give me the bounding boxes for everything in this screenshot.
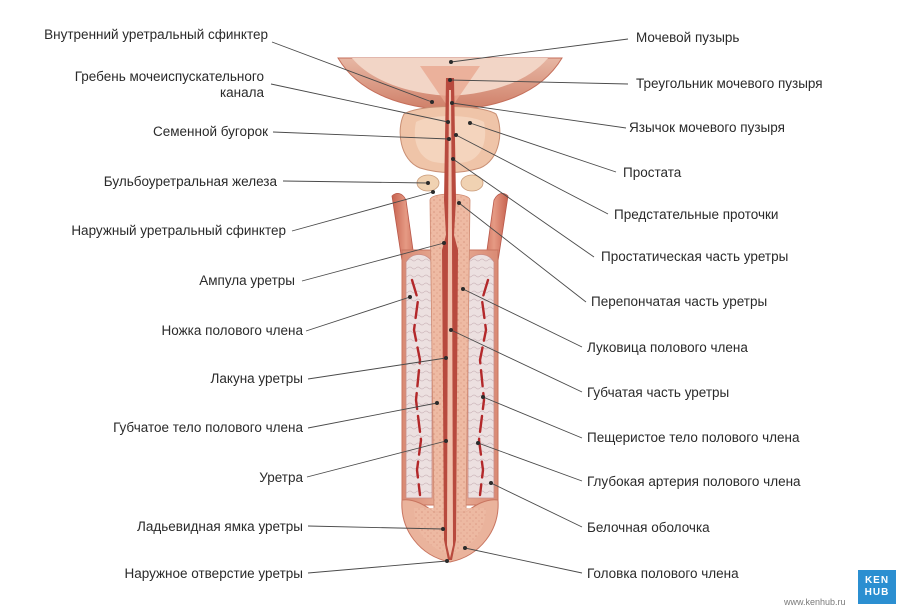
label-prostatic-ducts: Предстательные проточки	[614, 207, 778, 222]
urethra-lumen	[447, 90, 453, 558]
label-external-urethral-sphincter: Наружный уретральный сфинктер	[71, 223, 286, 238]
label-uvula-of-bladder: Язычок мочевого пузыря	[629, 120, 785, 135]
labels-right: Мочевой пузырь Треугольник мочевого пузы…	[587, 30, 823, 581]
site-url: www.kenhub.ru	[784, 597, 846, 607]
label-prostate: Простата	[623, 165, 682, 180]
labels-left: Внутренний уретральный сфинктер Гребень …	[44, 27, 303, 581]
logo-line1: KEN	[864, 575, 890, 586]
label-bulb-of-penis: Луковица полового члена	[587, 340, 748, 355]
label-urethra: Уретра	[259, 470, 303, 485]
label-bladder-trigone: Треугольник мочевого пузыря	[636, 76, 823, 91]
deep-artery-right	[477, 278, 490, 497]
label-tunica-albuginea: Белочная оболочка	[587, 520, 710, 535]
label-spongy-urethra: Губчатая часть уретры	[587, 385, 729, 400]
label-internal-urethral-sphincter: Внутренний уретральный сфинктер	[44, 27, 268, 42]
label-bulbourethral-gland: Бульбоуретральная железа	[104, 174, 278, 189]
label-corpus-spongiosum: Губчатое тело полового члена	[113, 420, 303, 435]
leader-lines-left	[270, 41, 450, 574]
label-urethral-ampulla: Ампула уретры	[199, 273, 295, 288]
label-urethral-crest-line2: канала	[220, 85, 265, 100]
label-crus-of-penis: Ножка полового члена	[162, 323, 304, 338]
kenhub-logo: KEN HUB	[858, 570, 896, 604]
logo-line2: HUB	[864, 587, 890, 598]
label-seminal-colliculus: Семенной бугорок	[153, 124, 268, 139]
leader-dots-left	[408, 100, 451, 563]
deep-artery-left	[410, 278, 423, 497]
label-urethral-lacuna: Лакуна уретры	[211, 371, 303, 386]
label-membranous-urethra: Перепончатая часть уретры	[591, 294, 767, 309]
label-corpus-cavernosum: Пещеристое тело полового члена	[587, 430, 800, 445]
label-deep-artery-of-penis: Глубокая артерия полового члена	[587, 474, 801, 489]
label-glans-penis: Головка полового члена	[587, 566, 739, 581]
label-external-urethral-orifice: Наружное отверстие уретры	[125, 566, 304, 581]
bulbourethral-gland-right	[460, 174, 484, 192]
label-navicular-fossa: Ладьевидная ямка уретры	[137, 519, 303, 534]
label-urethral-crest-line1: Гребень мочеиспускательного	[75, 69, 264, 84]
leader-lines-right	[449, 38, 629, 574]
label-prostatic-urethra: Простатическая часть уретры	[601, 249, 788, 264]
leader-dots-right	[448, 60, 493, 550]
label-urinary-bladder: Мочевой пузырь	[636, 30, 739, 45]
